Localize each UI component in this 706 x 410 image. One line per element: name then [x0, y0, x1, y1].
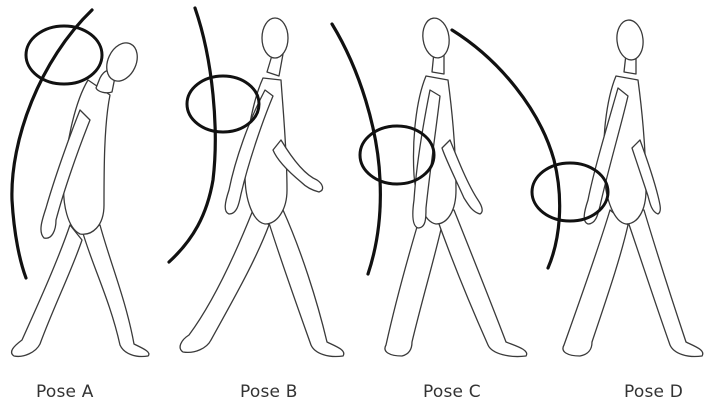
pose-c-spine-arc [332, 24, 380, 274]
pose-a-panel: Pose A [0, 0, 176, 410]
pose-c-figure [330, 0, 530, 380]
pose-a-label: Pose A [36, 382, 94, 402]
pose-c-panel: Pose C [330, 0, 530, 410]
pose-b-upper-back-highlight [187, 76, 259, 132]
pose-a-figure [0, 0, 176, 380]
pose-d-body [563, 19, 703, 357]
pose-b-panel: Pose B [165, 0, 345, 410]
pose-b-body [180, 18, 344, 357]
pose-d-label: Pose D [624, 382, 683, 402]
pose-d-figure [520, 0, 706, 380]
pose-b-spine-arc [169, 8, 215, 262]
pose-a-neck-highlight [26, 26, 102, 84]
pose-d-panel: Pose D [520, 0, 706, 410]
pose-b-figure [165, 0, 345, 380]
pose-c-label: Pose C [423, 382, 481, 402]
pose-a-body [12, 38, 149, 357]
pose-b-label: Pose B [240, 382, 298, 402]
pose-c-body [385, 16, 527, 356]
